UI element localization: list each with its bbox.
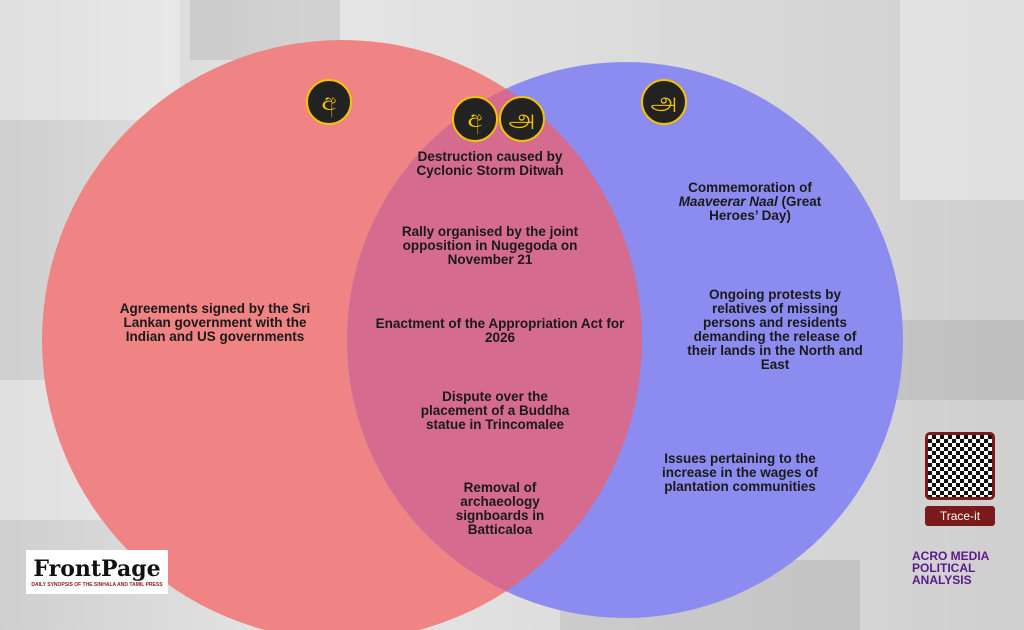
left-item: Agreements signed by the Sri Lankan gove… bbox=[119, 301, 311, 344]
trace-it-label[interactable]: Trace-it bbox=[925, 506, 995, 526]
sinhala-badge-icon: අ bbox=[306, 79, 352, 125]
tamil-badge-icon: அ bbox=[641, 79, 687, 125]
overlap-region bbox=[347, 62, 642, 618]
overlap-item: Removal of archaeology signboards in Bat… bbox=[455, 480, 545, 537]
overlap-item: Rally organised by the joint opposition … bbox=[401, 224, 579, 267]
overlap-item: Enactment of the Appropriation Act for 2… bbox=[375, 316, 625, 345]
qr-code[interactable] bbox=[925, 432, 995, 500]
overlap-item: Dispute over the placement of a Buddha s… bbox=[420, 389, 570, 432]
sinhala-badge-icon: අ bbox=[452, 96, 498, 142]
right-item: Issues pertaining to the increase in the… bbox=[661, 451, 819, 494]
right-item-commemoration: Commemoration of Maaveerar Naal (Great H… bbox=[678, 180, 822, 223]
overlap-item: Destruction caused by Cyclonic Storm Dit… bbox=[416, 149, 564, 178]
right-item: Ongoing protests by relatives of missing… bbox=[687, 287, 863, 372]
tamil-badge-icon: அ bbox=[499, 96, 545, 142]
